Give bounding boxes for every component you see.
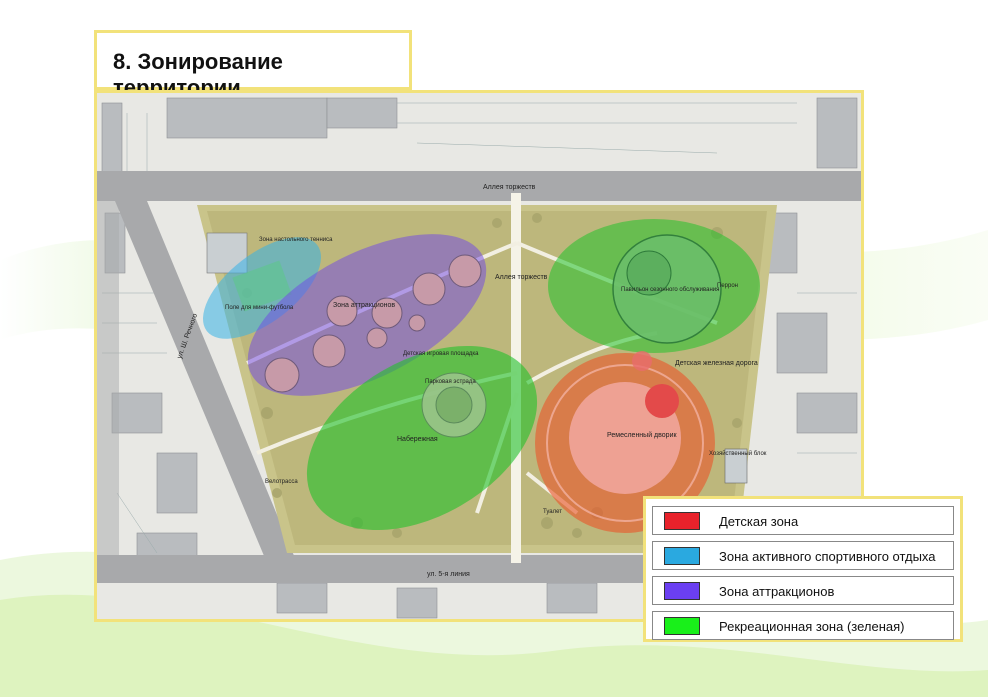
legend-swatch-attractions [664, 582, 700, 600]
label-toilet: Туалет [543, 509, 562, 515]
page-title-box: 8. Зонирование территории [94, 30, 412, 100]
zone-attractions [247, 234, 487, 396]
zone-recreation-right [548, 219, 760, 353]
label-crafts: Ремесленный дворик [607, 431, 677, 439]
zone-sport [203, 237, 321, 339]
label-alley: Аллея торжеств [483, 184, 536, 191]
label-pavilion: Павильон сезонного обслуживания [621, 287, 719, 293]
legend-label-recreation: Рекреационная зона (зеленая) [719, 619, 905, 634]
label-kids-playground: Детская игровая площадка [403, 351, 479, 357]
legend-swatch-sport [664, 547, 700, 565]
label-street-bottom: ул. 5-я линия [427, 571, 470, 578]
legend-label-sport: Зона активного спортивного отдыха [719, 549, 936, 564]
label-dance: Парковая эстрада [425, 379, 476, 385]
label-bike: Велотрасса [265, 479, 298, 485]
legend-item-recreation: Рекреационная зона (зеленая) [652, 611, 954, 640]
label-service: Хозяйственный блок [709, 450, 767, 457]
zone-kids [535, 351, 715, 533]
label-alley-2: Аллея торжеств [495, 274, 548, 281]
zone-recreation-left [306, 345, 538, 531]
legend-swatch-kids [664, 512, 700, 530]
label-minifootball: Поле для мини-футбола [225, 305, 294, 311]
legend-item-sport: Зона активного спортивного отдыха [652, 541, 954, 570]
legend-item-kids: Детская зона [652, 506, 954, 535]
legend-label-attractions: Зона аттракционов [719, 584, 835, 599]
label-embankment: Набережная [397, 435, 438, 443]
legend-item-attractions: Зона аттракционов [652, 576, 954, 605]
legend-swatch-recreation [664, 617, 700, 635]
map-canvas: ул. Ш. Речного ул. 5-я линия Аллея торже… [97, 93, 861, 619]
label-railway: Детская железная дорога [675, 360, 758, 367]
label-attractions: Зона аттракционов [333, 302, 395, 309]
label-table-tennis: Зона настольного тенниса [259, 237, 333, 243]
legend: Детская зона Зона активного спортивного … [643, 496, 963, 642]
legend-label-kids: Детская зона [719, 514, 799, 529]
label-platform: Перрон [717, 283, 738, 289]
